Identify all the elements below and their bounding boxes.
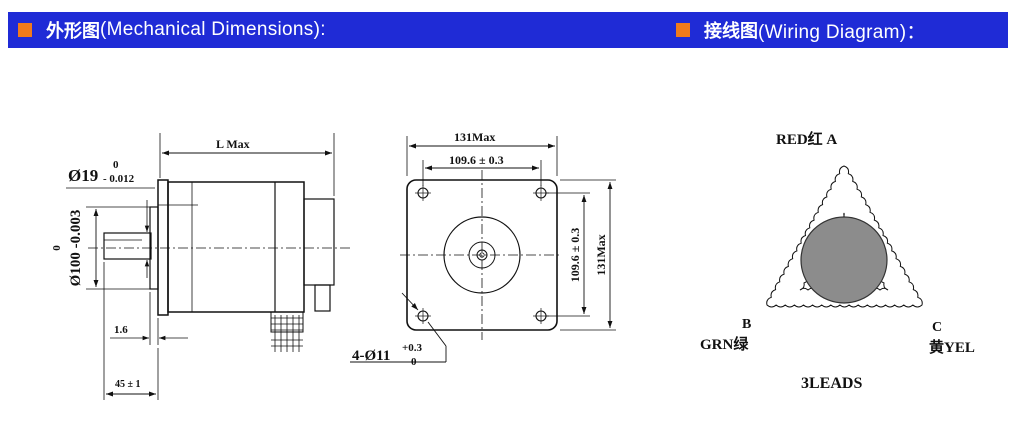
shaft-tolerance-upper: 0 [113,159,119,171]
front-boss [443,216,521,294]
rotor-circle [800,216,888,304]
hole-tolerance-upper: +0.3 [402,342,423,354]
flange [157,179,169,316]
heading-en: (Mechanical Dimensions): [100,19,326,40]
heading-cn: 外形图 [46,21,100,42]
hole-spacing-v-label: 109.6 ± 0.3 [568,228,582,283]
lead-a-label: RED红 A [776,130,837,148]
shaft-length-label: 45 ± 1 [115,379,141,390]
heading-en: (Wiring Diagram)： [758,21,926,43]
shaft [103,232,152,260]
heading-cn: 接线图 [704,21,758,42]
boss-tolerance-upper: 0 [51,245,63,251]
lead-c-letter: C [932,320,942,335]
height-label: 131Max [594,234,608,275]
mounting-hole-label: 4-Ø11 [352,348,390,364]
orange-square-icon [18,23,32,37]
flange-thickness-label: 1.6 [114,324,128,336]
front-shaft [468,241,496,269]
orange-square-icon [676,23,690,37]
wiring-diagram [766,165,923,308]
width-label: 131Max [454,130,495,144]
boss-diameter-label: Ø100 -0.003 [68,210,84,287]
front-view [350,136,616,363]
leads-caption: 3LEADS [801,375,862,392]
shaft-diameter-label: Ø19 [68,166,98,185]
hole-tolerance-lower: 0 [411,356,417,368]
rear-shaft [314,284,331,312]
mechanical-dimensions-heading: 外形图 (Mechanical Dimensions): [18,12,326,48]
side-view [66,133,350,400]
wiring-diagram-heading: 接线图 (Wiring Diagram)： [676,12,926,48]
lead-c-label: 黄YEL [929,338,975,356]
motor-body [167,181,305,313]
l-max-label: L Max [216,137,250,151]
lead-b-letter: B [742,317,751,332]
rear-cap [303,198,335,286]
shaft-tolerance-lower: - 0.012 [103,173,135,185]
hole-spacing-h-label: 109.6 ± 0.3 [449,153,504,167]
header-bar: 外形图 (Mechanical Dimensions): 接线图 (Wiring… [8,12,1008,48]
lead-b-label: GRN绿 [700,335,749,353]
